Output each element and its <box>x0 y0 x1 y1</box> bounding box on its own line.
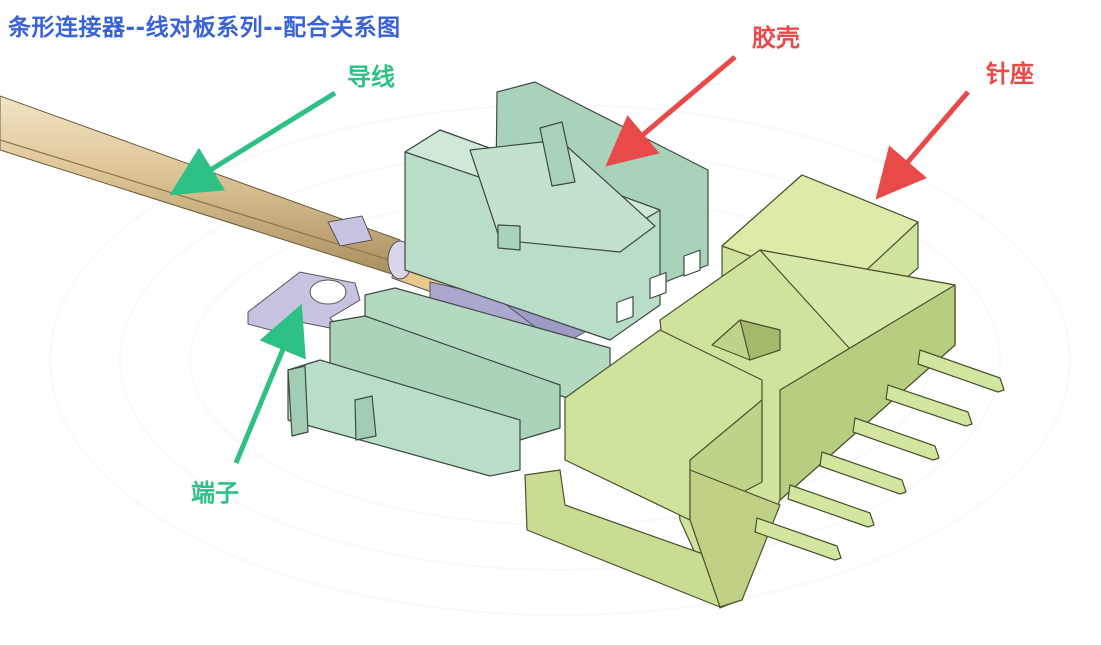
terminal-label: 端子 <box>191 479 239 507</box>
pin-header <box>524 174 1005 609</box>
housing-arrow <box>605 55 737 167</box>
header-arrow <box>875 90 970 200</box>
housing-label: 胶壳 <box>752 24 800 52</box>
wire-label: 导线 <box>347 63 395 91</box>
pin-row <box>754 349 1005 561</box>
terminal-arrow <box>233 303 306 464</box>
wire <box>0 95 471 306</box>
diagram-title: 条形连接器--线对板系列--配合关系图 <box>8 15 401 41</box>
wire-arrow <box>169 90 337 196</box>
header-label: 针座 <box>986 60 1034 88</box>
housing <box>287 81 709 477</box>
